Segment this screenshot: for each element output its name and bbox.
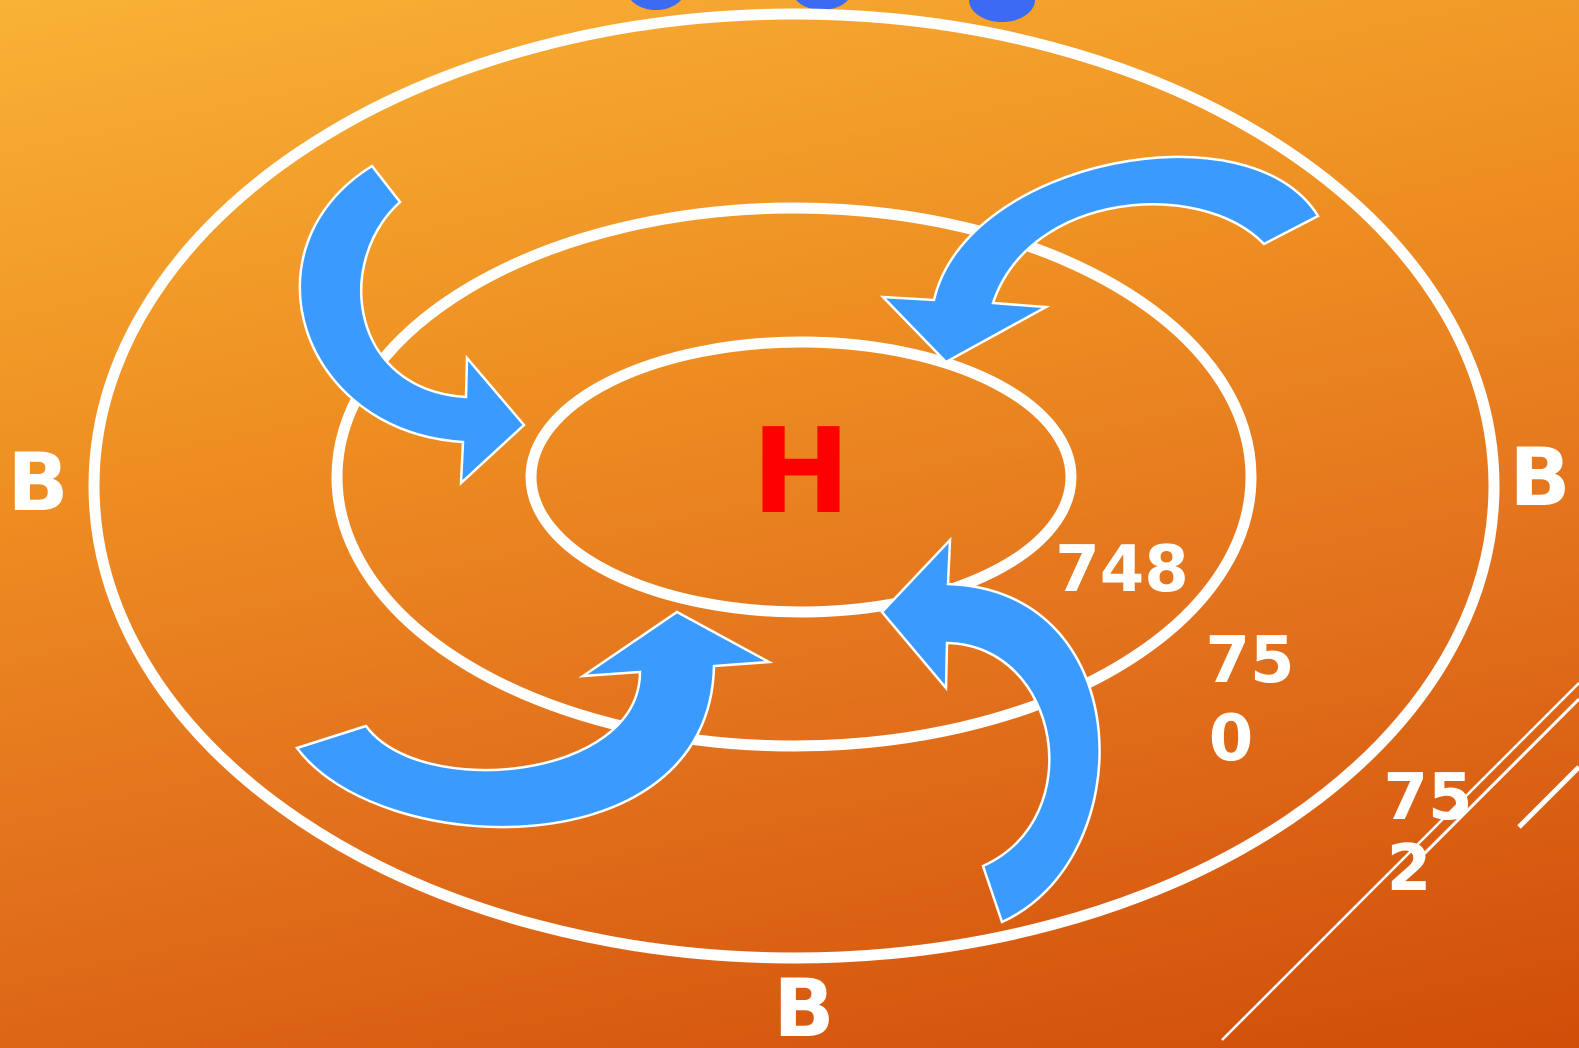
decorative-line	[1398, 697, 1579, 880]
isobar-middle-value-line-1: 75	[1205, 624, 1294, 698]
label-bottom: B	[774, 962, 835, 1048]
isobar-outer-value-line-2: 2	[1387, 832, 1432, 906]
arrow-bottom-right	[880, 536, 1101, 924]
arrow-bottom-left	[294, 610, 774, 829]
isobar-inner	[525, 336, 1077, 618]
isobar-outer-value-line-1: 75	[1383, 761, 1472, 835]
decorative-lines	[1221, 682, 1579, 1041]
isobar-middle	[331, 202, 1257, 752]
label-right: B	[1510, 431, 1571, 524]
dot-middle	[796, 0, 848, 10]
isobar-inner-value: 748	[1055, 533, 1189, 607]
dot-right	[969, 0, 1035, 22]
decorative-line	[1221, 682, 1579, 1041]
decorative-line	[1517, 765, 1579, 829]
center-label: H	[752, 402, 851, 540]
isobar-middle-value-line-2: 0	[1209, 702, 1254, 776]
arrow-top-right	[879, 155, 1320, 364]
arrow-top-left	[298, 164, 526, 486]
label-left: B	[8, 436, 69, 529]
dot-left	[630, 0, 682, 10]
isobar-outer	[88, 8, 1500, 964]
